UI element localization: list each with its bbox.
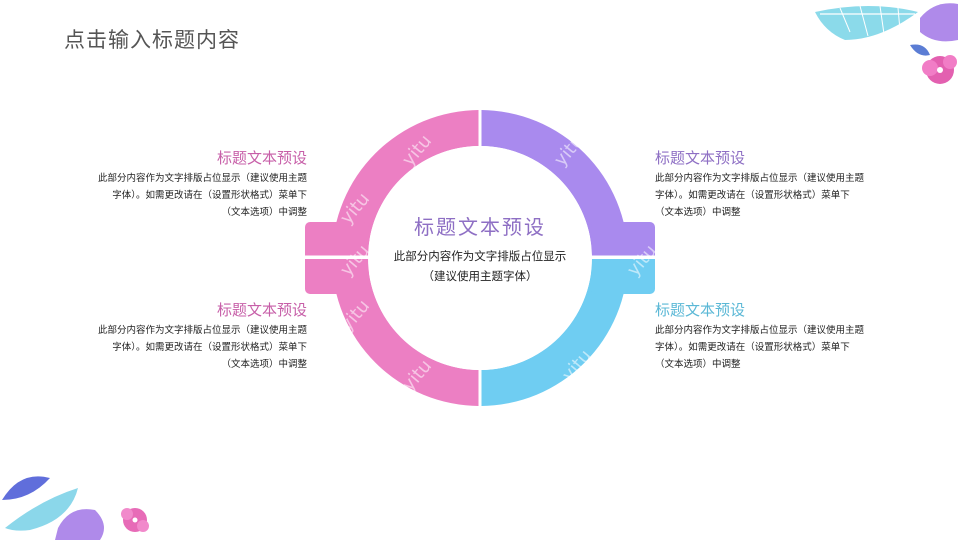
block-body-line: （文本选项）中调整 [655, 207, 741, 218]
block-title: 标题文本预设 [216, 149, 307, 167]
ring-segment-bottom-right[interactable] [480, 254, 655, 406]
center-body-line-2: （建议使用主题字体） [422, 269, 538, 283]
block-body-line: （文本选项）中调整 [655, 359, 741, 370]
block-body-line: （文本选项）中调整 [221, 207, 307, 218]
block-body-line: 此部分内容作为文字排版占位显示（建议使用主题 [655, 173, 865, 184]
block-title: 标题文本预设 [216, 301, 307, 319]
text-block-bottom-left[interactable]: 标题文本预设 此部分内容作为文字排版占位显示（建议使用主题 字体）。如需更改请在… [62, 300, 307, 373]
text-block-top-left[interactable]: 标题文本预设 此部分内容作为文字排版占位显示（建议使用主题 字体）。如需更改请在… [62, 148, 307, 221]
block-body-line: 字体）。如需更改请在（设置形状格式）菜单下 [112, 342, 307, 353]
slide-title[interactable]: 点击输入标题内容 [64, 28, 240, 52]
block-body: 此部分内容作为文字排版占位显示（建议使用主题 字体）。如需更改请在（设置形状格式… [62, 170, 307, 221]
block-body-line: 字体）。如需更改请在（设置形状格式）菜单下 [112, 190, 307, 201]
ring-segment-top-left[interactable] [305, 110, 480, 262]
block-body-line: 字体）。如需更改请在（设置形状格式）菜单下 [655, 342, 850, 353]
center-body: 此部分内容作为文字排版占位显示 （建议使用主题字体） [370, 246, 590, 286]
block-title: 标题文本预设 [655, 149, 746, 167]
block-body-line: 此部分内容作为文字排版占位显示（建议使用主题 [97, 173, 307, 184]
block-body-line: （文本选项）中调整 [221, 359, 307, 370]
tropical-leaves-decoration-top-right [815, 3, 958, 84]
block-title: 标题文本预设 [655, 301, 746, 319]
ring-segment-top-right[interactable] [480, 110, 655, 262]
block-body-line: 此部分内容作为文字排版占位显示（建议使用主题 [655, 325, 865, 336]
block-body-line: 此部分内容作为文字排版占位显示（建议使用主题 [97, 325, 307, 336]
block-body: 此部分内容作为文字排版占位显示（建议使用主题 字体）。如需更改请在（设置形状格式… [62, 322, 307, 373]
block-body: 此部分内容作为文字排版占位显示（建议使用主题 字体）。如需更改请在（设置形状格式… [655, 170, 900, 221]
text-block-top-right[interactable]: 标题文本预设 此部分内容作为文字排版占位显示（建议使用主题 字体）。如需更改请在… [655, 148, 900, 221]
tropical-leaves-decoration-bottom-left [2, 476, 149, 540]
center-title: 标题文本预设 [414, 215, 546, 239]
center-body-line-1: 此部分内容作为文字排版占位显示 [393, 249, 567, 263]
block-body-line: 字体）。如需更改请在（设置形状格式）菜单下 [655, 190, 850, 201]
ring-segment-bottom-left[interactable] [305, 254, 480, 406]
block-body: 此部分内容作为文字排版占位显示（建议使用主题 字体）。如需更改请在（设置形状格式… [655, 322, 900, 373]
center-text-block[interactable]: 标题文本预设 此部分内容作为文字排版占位显示 （建议使用主题字体） [370, 212, 590, 286]
text-block-bottom-right[interactable]: 标题文本预设 此部分内容作为文字排版占位显示（建议使用主题 字体）。如需更改请在… [655, 300, 900, 373]
